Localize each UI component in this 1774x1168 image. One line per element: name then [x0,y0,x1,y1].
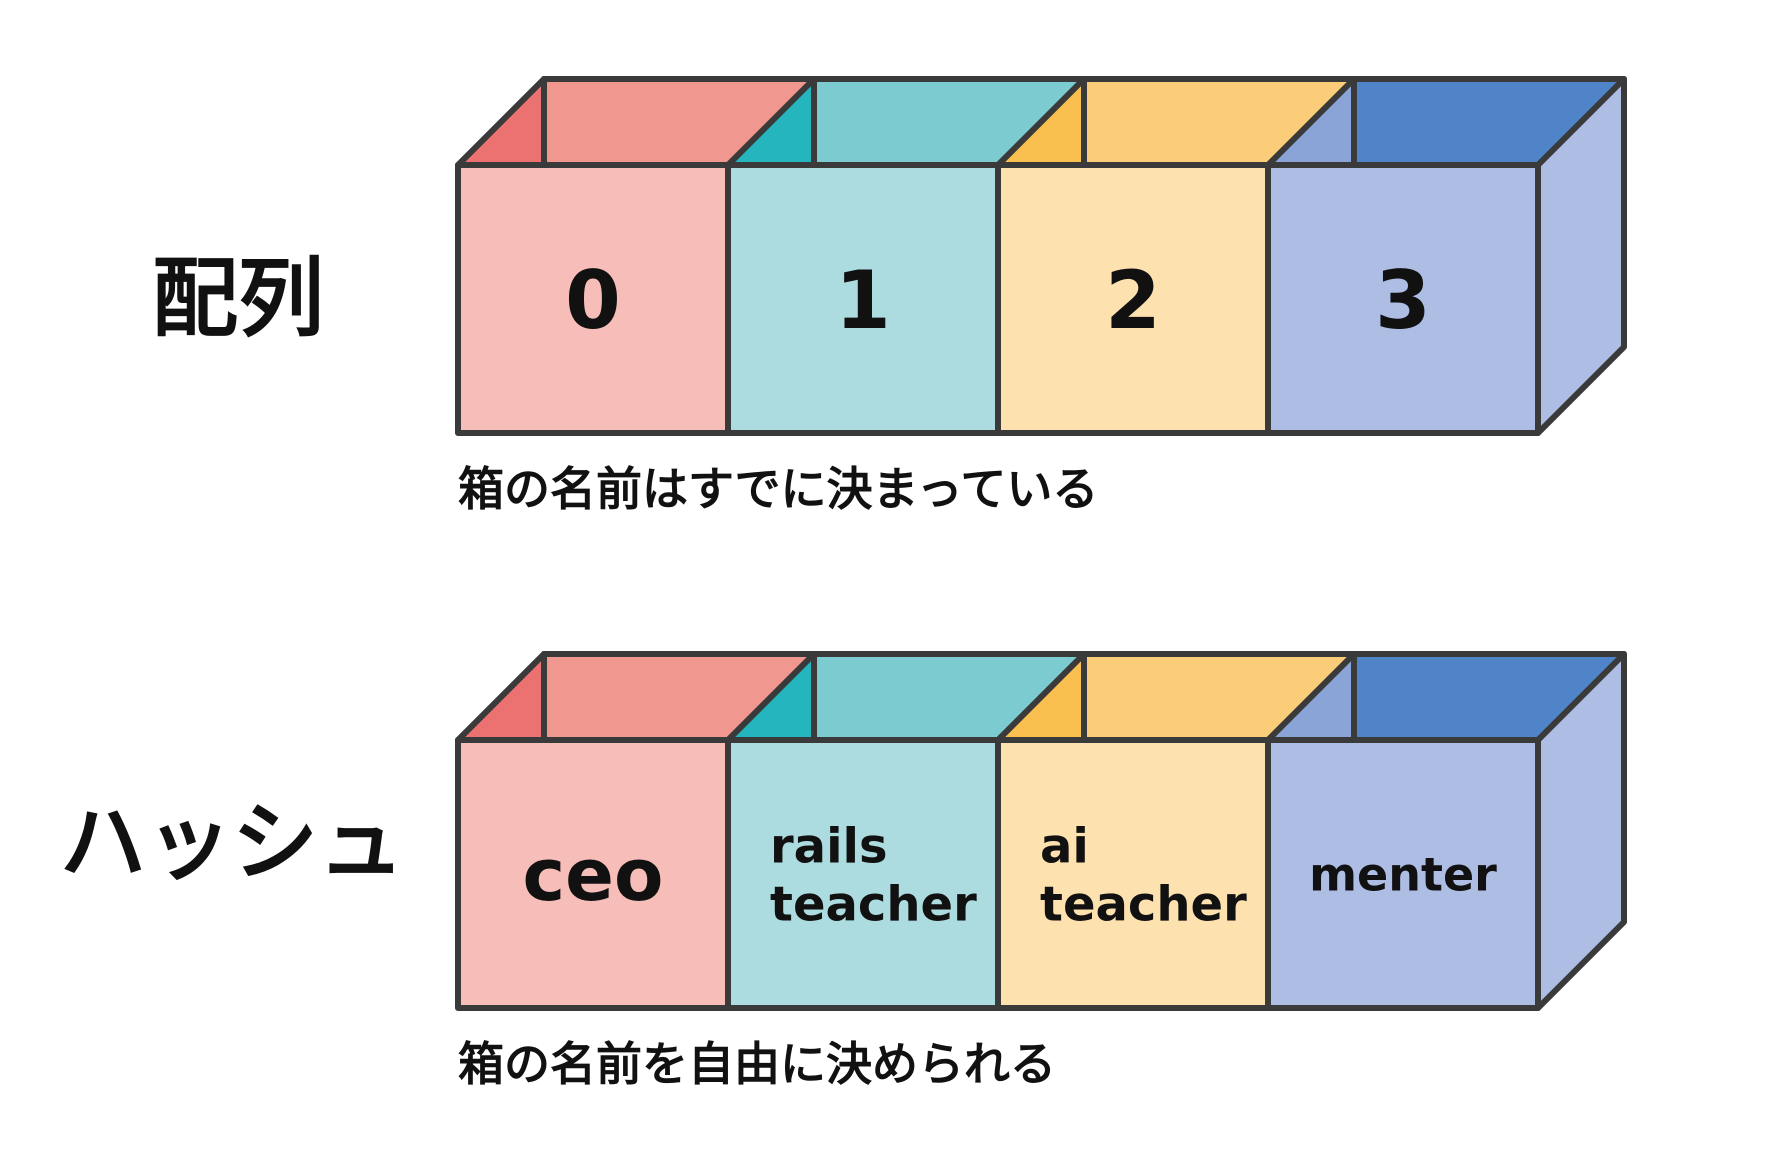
box-front-face [1268,740,1538,1008]
box-side-face [1538,79,1624,433]
box-label-line: ai [1040,818,1089,874]
box-label: menter [1309,848,1497,902]
box-3: 3 [1265,76,1627,436]
array-caption: 箱の名前はすでに決まっている [458,462,1098,516]
box-edge [995,651,1087,743]
box-front-face [728,165,998,433]
box-edge [995,76,1087,168]
box-label-line: teacher [770,876,977,932]
box-label: 2 [1105,254,1161,347]
box-edge [725,651,817,743]
box-label: 0 [565,254,621,347]
box-front-face [1268,165,1538,433]
box-front-face [728,740,998,1008]
box-side-outline [1535,651,1627,1011]
box-front-face [458,165,728,433]
box-edge [455,76,547,168]
box-front-face [458,740,728,1008]
box-0: 0 [455,76,817,436]
hash-heading: ハッシュ [60,793,404,893]
box-label-line: teacher [1040,876,1247,932]
box-edge [725,76,817,168]
box-0: ceo [455,651,817,1011]
box-side-face [1538,654,1624,1008]
box-3: menter [1265,651,1627,1011]
box-side-outline [1535,76,1627,436]
hash-caption: 箱の名前を自由に決められる [458,1037,1056,1091]
box-edge [1265,76,1357,168]
box-label: 1 [835,254,891,347]
box-label-line: rails [770,818,888,874]
box-edge [1265,651,1357,743]
box-2: 2 [995,76,1357,436]
box-front-face [998,165,1268,433]
array-row: 配列 0 1 2 3 箱の名前はすでに決まっている [152,76,1627,516]
box-front-face [998,740,1268,1008]
box-label: 3 [1375,254,1431,347]
array-heading: 配列 [152,249,324,349]
box-label: ceo [523,833,664,917]
array-box-strip: 0 1 2 3 [455,76,1627,436]
box-edge [455,651,547,743]
